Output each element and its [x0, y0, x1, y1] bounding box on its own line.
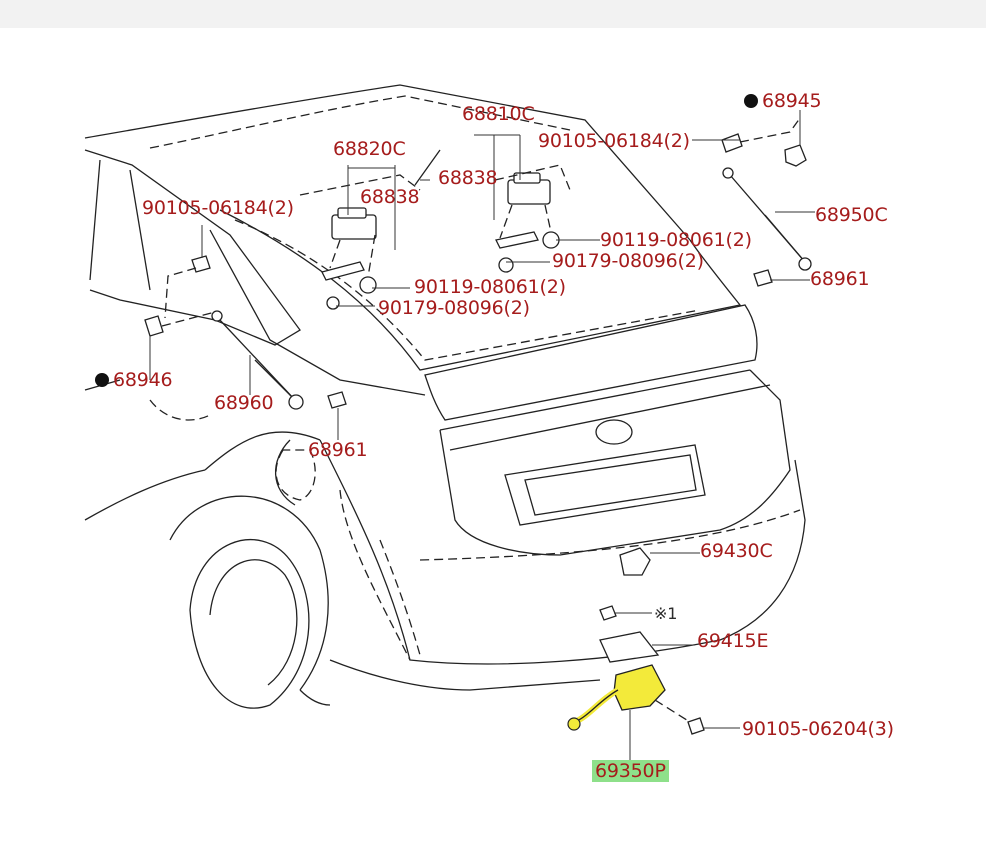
bolt-left [191, 255, 211, 273]
ball-stud-right [753, 269, 773, 287]
label-68838-right: 68838 [438, 167, 498, 189]
bolt-top [721, 133, 743, 153]
lock-cover [599, 631, 660, 663]
roof-outline [84, 84, 691, 241]
lock-assembly [613, 664, 666, 711]
label-note1: ※1 [654, 604, 678, 623]
label-68961-right: 68961 [810, 268, 870, 290]
rear-bumper [319, 439, 806, 665]
shim-left [321, 261, 365, 281]
label-90105-06184-top: 90105-06184(2) [538, 130, 690, 152]
clip-right [498, 257, 514, 273]
bracket-68946 [144, 315, 164, 337]
back-door [439, 369, 791, 556]
spoiler [424, 304, 758, 421]
striker [619, 547, 651, 576]
ball-stud-left [327, 391, 347, 409]
top-bar [0, 0, 986, 28]
pillar [209, 229, 426, 396]
nut-left [359, 276, 377, 294]
label-68961-left: 68961 [308, 439, 368, 461]
emblem [595, 419, 633, 445]
antenna [414, 149, 441, 186]
label-90105-06184-left: 90105-06184(2) [142, 197, 294, 219]
label-68810c: 68810C [462, 103, 535, 125]
label-90119-08061-right: 90119-08061(2) [600, 229, 752, 251]
label-68950c: 68950C [815, 204, 888, 226]
bracket-68945 [784, 144, 807, 167]
label-90105-06204: 90105-06204(3) [742, 718, 894, 740]
rear-glass [219, 209, 742, 371]
label-69415e: 69415E [697, 630, 769, 652]
bullet-dot [95, 373, 109, 387]
bullet-dot [744, 94, 758, 108]
wheel-arch [169, 495, 329, 691]
label-68960: 68960 [214, 392, 274, 414]
label-90179-08096-right: 90179-08096(2) [552, 250, 704, 272]
label-69350p-highlighted[interactable]: 69350P [592, 760, 669, 782]
plate-recess [504, 444, 706, 526]
label-68946: 68946 [95, 369, 173, 391]
label-69430c: 69430C [700, 540, 773, 562]
tire [189, 538, 310, 709]
shim-right [495, 231, 539, 249]
label-90119-08061-left: 90119-08061(2) [414, 276, 566, 298]
roof-inner-dash [149, 95, 571, 149]
label-68945: 68945 [744, 90, 822, 112]
bolt-bottom [687, 717, 705, 735]
fuel-door [275, 449, 316, 501]
clip-left [326, 296, 340, 310]
label-68820c: 68820C [333, 138, 406, 160]
label-90179-08096-left: 90179-08096(2) [378, 297, 530, 319]
screw-note1 [599, 605, 617, 621]
side-window [84, 149, 301, 346]
label-68838-left: 68838 [360, 186, 420, 208]
leader-lines [149, 110, 815, 760]
